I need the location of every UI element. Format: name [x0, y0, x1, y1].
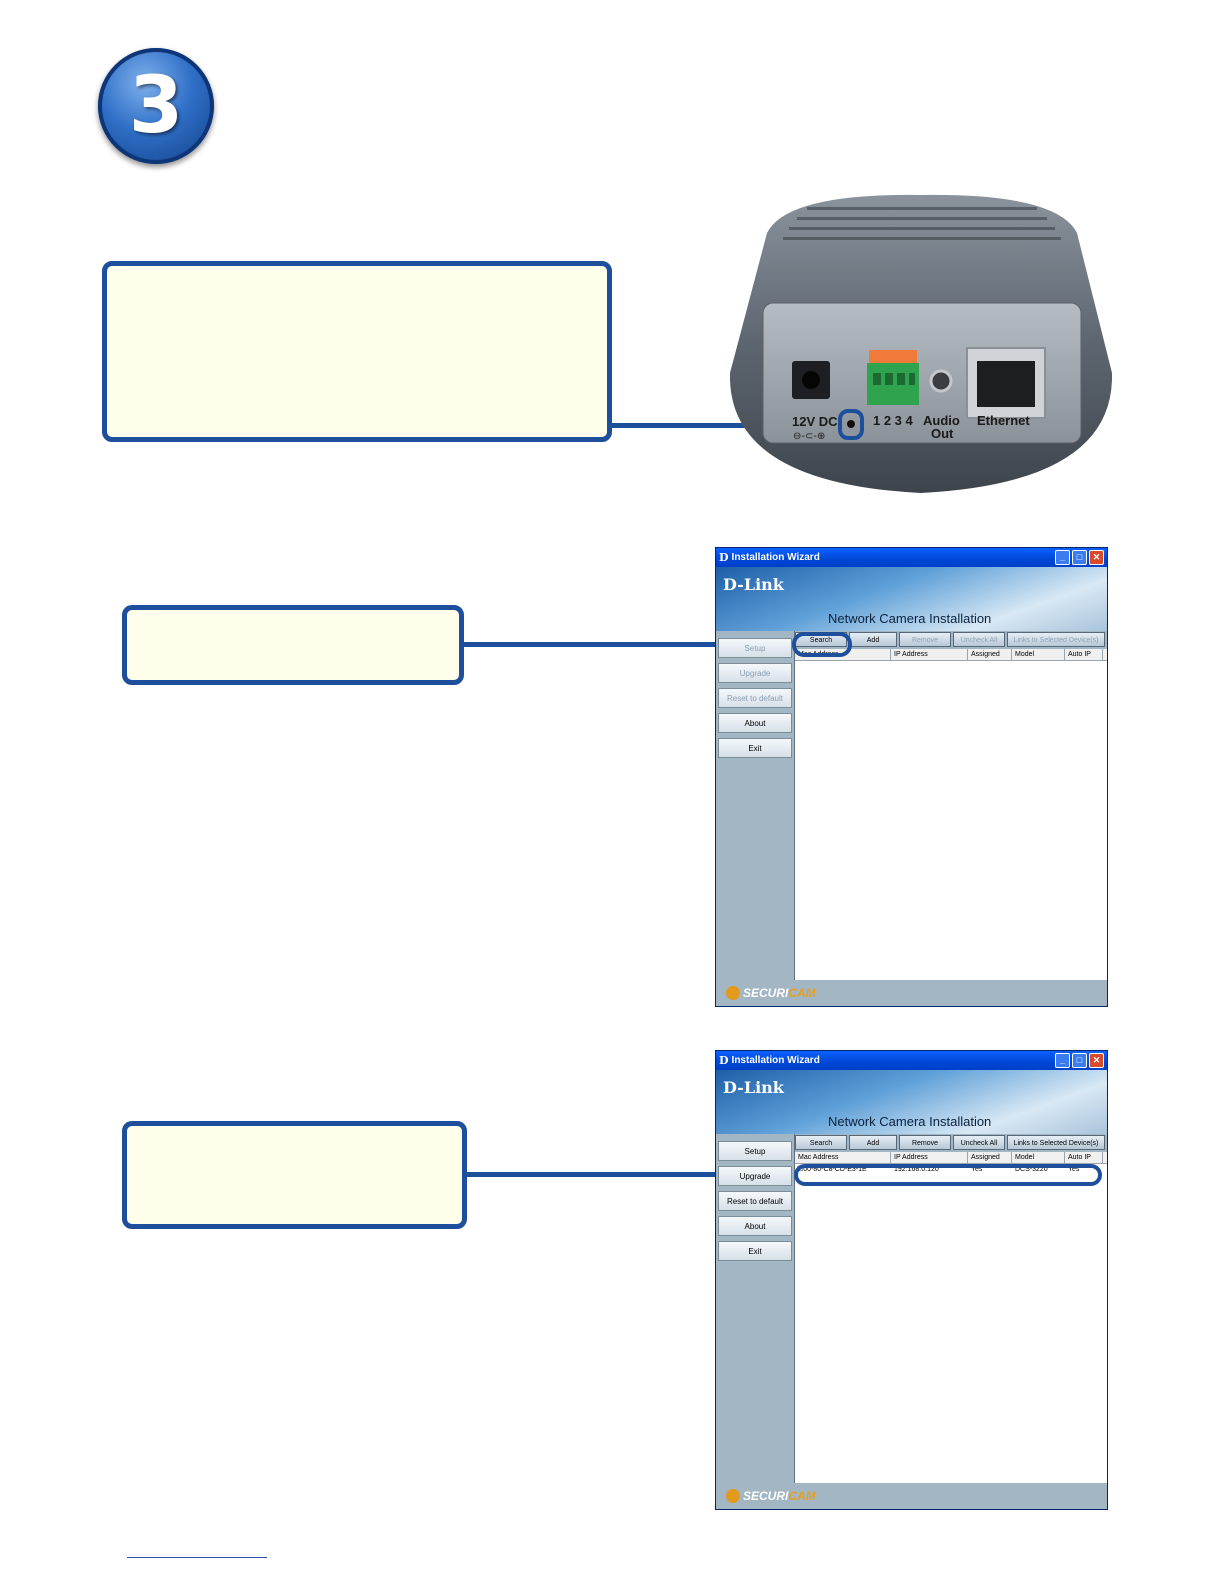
minimize-icon[interactable]: _ — [1055, 550, 1070, 565]
callout-box-device-found — [122, 1121, 467, 1229]
add-button[interactable]: Add — [849, 632, 897, 647]
callout-box-search — [122, 605, 464, 685]
search-button-highlight — [792, 632, 852, 657]
io-terminal-label: 1 2 3 4 — [873, 413, 914, 428]
installation-wizard-window-device-found: D Installation Wizard _ □ ✕ D-Link Netwo… — [715, 1050, 1108, 1510]
maximize-icon[interactable]: □ — [1072, 550, 1087, 565]
wizard-heading: Network Camera Installation — [828, 1114, 992, 1129]
assigned-cell: Yes — [971, 1166, 983, 1173]
wizard-banner: D-Link Network Camera Installation — [716, 1070, 1107, 1134]
links-to-selected-devices-button[interactable]: Links to Selected Device(s) — [1007, 632, 1105, 647]
sidebar: Setup Upgrade Reset to default About Exi… — [716, 1134, 794, 1483]
callout-box-power-led — [102, 261, 612, 442]
maximize-icon[interactable]: □ — [1072, 1053, 1087, 1068]
remove-button[interactable]: Remove — [899, 632, 951, 647]
toolbar: Search Add Remove Uncheck All Links to S… — [795, 631, 1107, 649]
upgrade-button[interactable]: Upgrade — [718, 1166, 792, 1186]
column-assigned[interactable]: Assigned — [968, 1152, 1012, 1163]
audio-label: Audio — [923, 413, 960, 428]
add-button[interactable]: Add — [849, 1135, 897, 1150]
callout-connector-line — [611, 423, 841, 428]
lock-icon — [726, 986, 740, 1000]
column-model[interactable]: Model — [1012, 1152, 1065, 1163]
about-button[interactable]: About — [718, 713, 792, 733]
sidebar: Setup Upgrade Reset to default About Exi… — [716, 631, 794, 980]
reset-to-default-button[interactable]: Reset to default — [718, 688, 792, 708]
securicam-logo: SECURICAM — [743, 1489, 816, 1503]
device-list[interactable] — [795, 661, 1107, 980]
brand-logo: D-Link — [723, 575, 784, 594]
model-cell: DCS-3220 — [1015, 1166, 1048, 1173]
page-footer-line — [127, 1557, 267, 1558]
close-icon[interactable]: ✕ — [1089, 1053, 1104, 1068]
wizard-heading: Network Camera Installation — [828, 611, 992, 626]
remove-button[interactable]: Remove — [899, 1135, 951, 1150]
power-label: 12V DC — [792, 414, 838, 429]
close-icon[interactable]: ✕ — [1089, 550, 1104, 565]
power-polarity-label: ⊖-⊂-⊕ — [793, 431, 825, 442]
about-button[interactable]: About — [718, 1216, 792, 1236]
minimize-icon[interactable]: _ — [1055, 1053, 1070, 1068]
title-bar: D Installation Wizard _ □ ✕ — [716, 1051, 1107, 1070]
audio-out-label: Out — [931, 426, 954, 441]
device-list-header: Mac Address IP Address Assigned Model Au… — [795, 1152, 1107, 1164]
securicam-logo: SECURICAM — [743, 986, 816, 1000]
dlink-logo-icon: D — [719, 1054, 729, 1067]
ethernet-label: Ethernet — [977, 413, 1030, 428]
wizard-footer: SECURICAM — [716, 980, 1107, 1006]
window-title: Installation Wizard — [731, 1055, 820, 1066]
device-list[interactable]: ☑00-80-C8-CD-E3-1E 192.168.0.120 Yes DCS… — [795, 1164, 1107, 1483]
mac-address-cell: 00-80-C8-CD-E3-1E — [803, 1166, 867, 1173]
setup-button[interactable]: Setup — [718, 638, 792, 658]
upgrade-button[interactable]: Upgrade — [718, 663, 792, 683]
reset-to-default-button[interactable]: Reset to default — [718, 1191, 792, 1211]
callout-connector-line — [466, 1172, 796, 1177]
column-assigned[interactable]: Assigned — [968, 649, 1012, 660]
dlink-logo-icon: D — [719, 551, 729, 564]
title-bar: D Installation Wizard _ □ ✕ — [716, 548, 1107, 567]
wizard-footer: SECURICAM — [716, 1483, 1107, 1509]
links-to-selected-devices-button[interactable]: Links to Selected Device(s) — [1007, 1135, 1105, 1150]
power-led-highlight — [838, 409, 864, 440]
exit-button[interactable]: Exit — [718, 1241, 792, 1261]
brand-logo: D-Link — [723, 1078, 784, 1097]
step-number-badge: 3 — [98, 48, 214, 164]
device-row-highlight — [794, 1164, 1102, 1186]
window-title: Installation Wizard — [731, 552, 820, 563]
column-mac-address[interactable]: Mac Address — [795, 1152, 891, 1163]
search-button[interactable]: Search — [795, 1135, 847, 1150]
auto-ip-cell: Yes — [1068, 1166, 1080, 1173]
uncheck-all-button[interactable]: Uncheck All — [953, 1135, 1005, 1150]
column-ip-address[interactable]: IP Address — [891, 1152, 968, 1163]
installation-wizard-window: D Installation Wizard _ □ ✕ D-Link Netwo… — [715, 547, 1108, 1007]
camera-rear-panel-image: 12V DC ⊖-⊂-⊕ 1 2 3 4 Audio Out Ethernet — [729, 194, 1113, 493]
ip-address-cell: 192.168.0.120 — [894, 1166, 939, 1173]
uncheck-all-button[interactable]: Uncheck All — [953, 632, 1005, 647]
column-auto-ip[interactable]: Auto IP — [1065, 1152, 1103, 1163]
wizard-banner: D-Link Network Camera Installation — [716, 567, 1107, 631]
setup-button[interactable]: Setup — [718, 1141, 792, 1161]
step-number: 3 — [128, 61, 184, 151]
lock-icon — [726, 1489, 740, 1503]
column-model[interactable]: Model — [1012, 649, 1065, 660]
column-auto-ip[interactable]: Auto IP — [1065, 649, 1103, 660]
callout-connector-line — [463, 642, 796, 647]
exit-button[interactable]: Exit — [718, 738, 792, 758]
column-ip-address[interactable]: IP Address — [891, 649, 968, 660]
toolbar: Search Add Remove Uncheck All Links to S… — [795, 1134, 1107, 1152]
